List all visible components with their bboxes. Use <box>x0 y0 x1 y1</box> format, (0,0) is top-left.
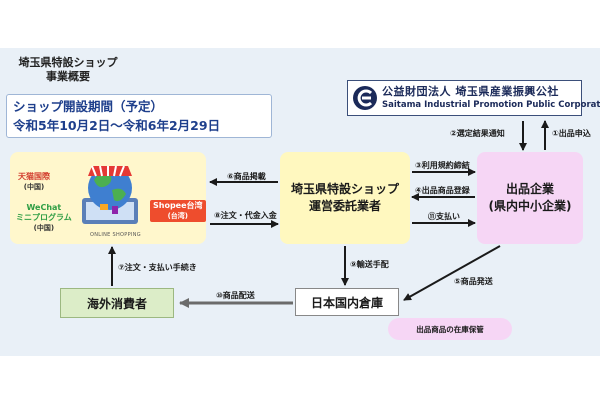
flow-label-f11: ⑪支払い <box>428 212 460 221</box>
committee-line-1: 埼玉県特設ショップ <box>290 182 399 196</box>
bottom-margin <box>0 356 600 400</box>
top-margin <box>0 0 600 48</box>
flow-label-f4: ④出品商品登録 <box>415 186 470 195</box>
tmall-label: 天猫国際 (中国) <box>18 172 50 192</box>
flow-label-f10: ⑩商品配送 <box>216 291 255 300</box>
flow-label-f7: ⑦注文・支払い手続き <box>118 263 197 272</box>
shopee-name: Shopee台湾 <box>153 201 203 210</box>
corporation-box: 公益財団法人 埼玉県産業振興公社 Saitama Industrial Prom… <box>347 80 600 116</box>
exhibitor-line-1: 出品企業 <box>505 182 554 196</box>
warehouse-box: 日本国内倉庫 <box>295 288 399 316</box>
corporation-name-jp: 公益財団法人 埼玉県産業振興公社 <box>382 85 559 98</box>
wechat-region: (中国) <box>33 224 55 232</box>
wechat-label: WeChat ミニプログラム (中国) <box>16 203 72 233</box>
diagram-title: 埼玉県特設ショップ 事業概要 <box>8 56 128 84</box>
flow-label-f6: ⑥商品掲載 <box>227 172 266 181</box>
shopee-label: Shopee台湾 (台湾) <box>150 200 206 222</box>
title-line-1: 埼玉県特設ショップ <box>18 56 118 69</box>
wechat-name-line2: ミニプログラム <box>16 213 72 222</box>
arrow-f5-shipping <box>403 245 501 301</box>
online-shopping-globe-icon <box>82 165 138 224</box>
period-label: ショップ開設期間（予定） <box>13 99 164 114</box>
flow-label-f3: ③利用規約締結 <box>415 161 470 170</box>
wechat-name-line1: WeChat <box>26 203 62 212</box>
online-shopping-caption: ONLINE SHOPPING <box>90 232 141 238</box>
committee-line-2: 運営委託業者 <box>308 199 381 213</box>
flow-label-f2: ②選定結果通知 <box>450 129 505 138</box>
shopee-region: (台湾) <box>167 212 188 220</box>
exhibitor-line-2: (県内中小企業) <box>488 199 572 213</box>
flow-label-f5: ⑤商品発送 <box>454 277 493 286</box>
flow-label-f9: ⑨輸送手配 <box>350 260 389 269</box>
committee-box: 埼玉県特設ショップ 運営委託業者 <box>280 152 410 244</box>
period-dates: 令和5年10月2日～令和6年2月29日 <box>13 118 221 133</box>
title-line-2: 事業概要 <box>46 70 90 83</box>
corporation-name-en: Saitama Industrial Promotion Public Corp… <box>382 100 600 110</box>
flow-label-f1: ①出品申込 <box>552 129 591 138</box>
warehouse-note: 出品商品の在庫保管 <box>388 318 512 340</box>
tmall-name: 天猫国際 <box>18 172 50 181</box>
period-box: ショップ開設期間（予定） 令和5年10月2日～令和6年2月29日 <box>6 94 272 138</box>
flow-label-f8: ⑧注文・代金入金 <box>214 211 277 220</box>
exhibitor-box: 出品企業 (県内中小企業) <box>477 152 583 244</box>
corporation-logo-icon <box>353 86 377 110</box>
consumer-box: 海外消費者 <box>60 288 174 318</box>
tmall-region: (中国) <box>23 183 45 191</box>
